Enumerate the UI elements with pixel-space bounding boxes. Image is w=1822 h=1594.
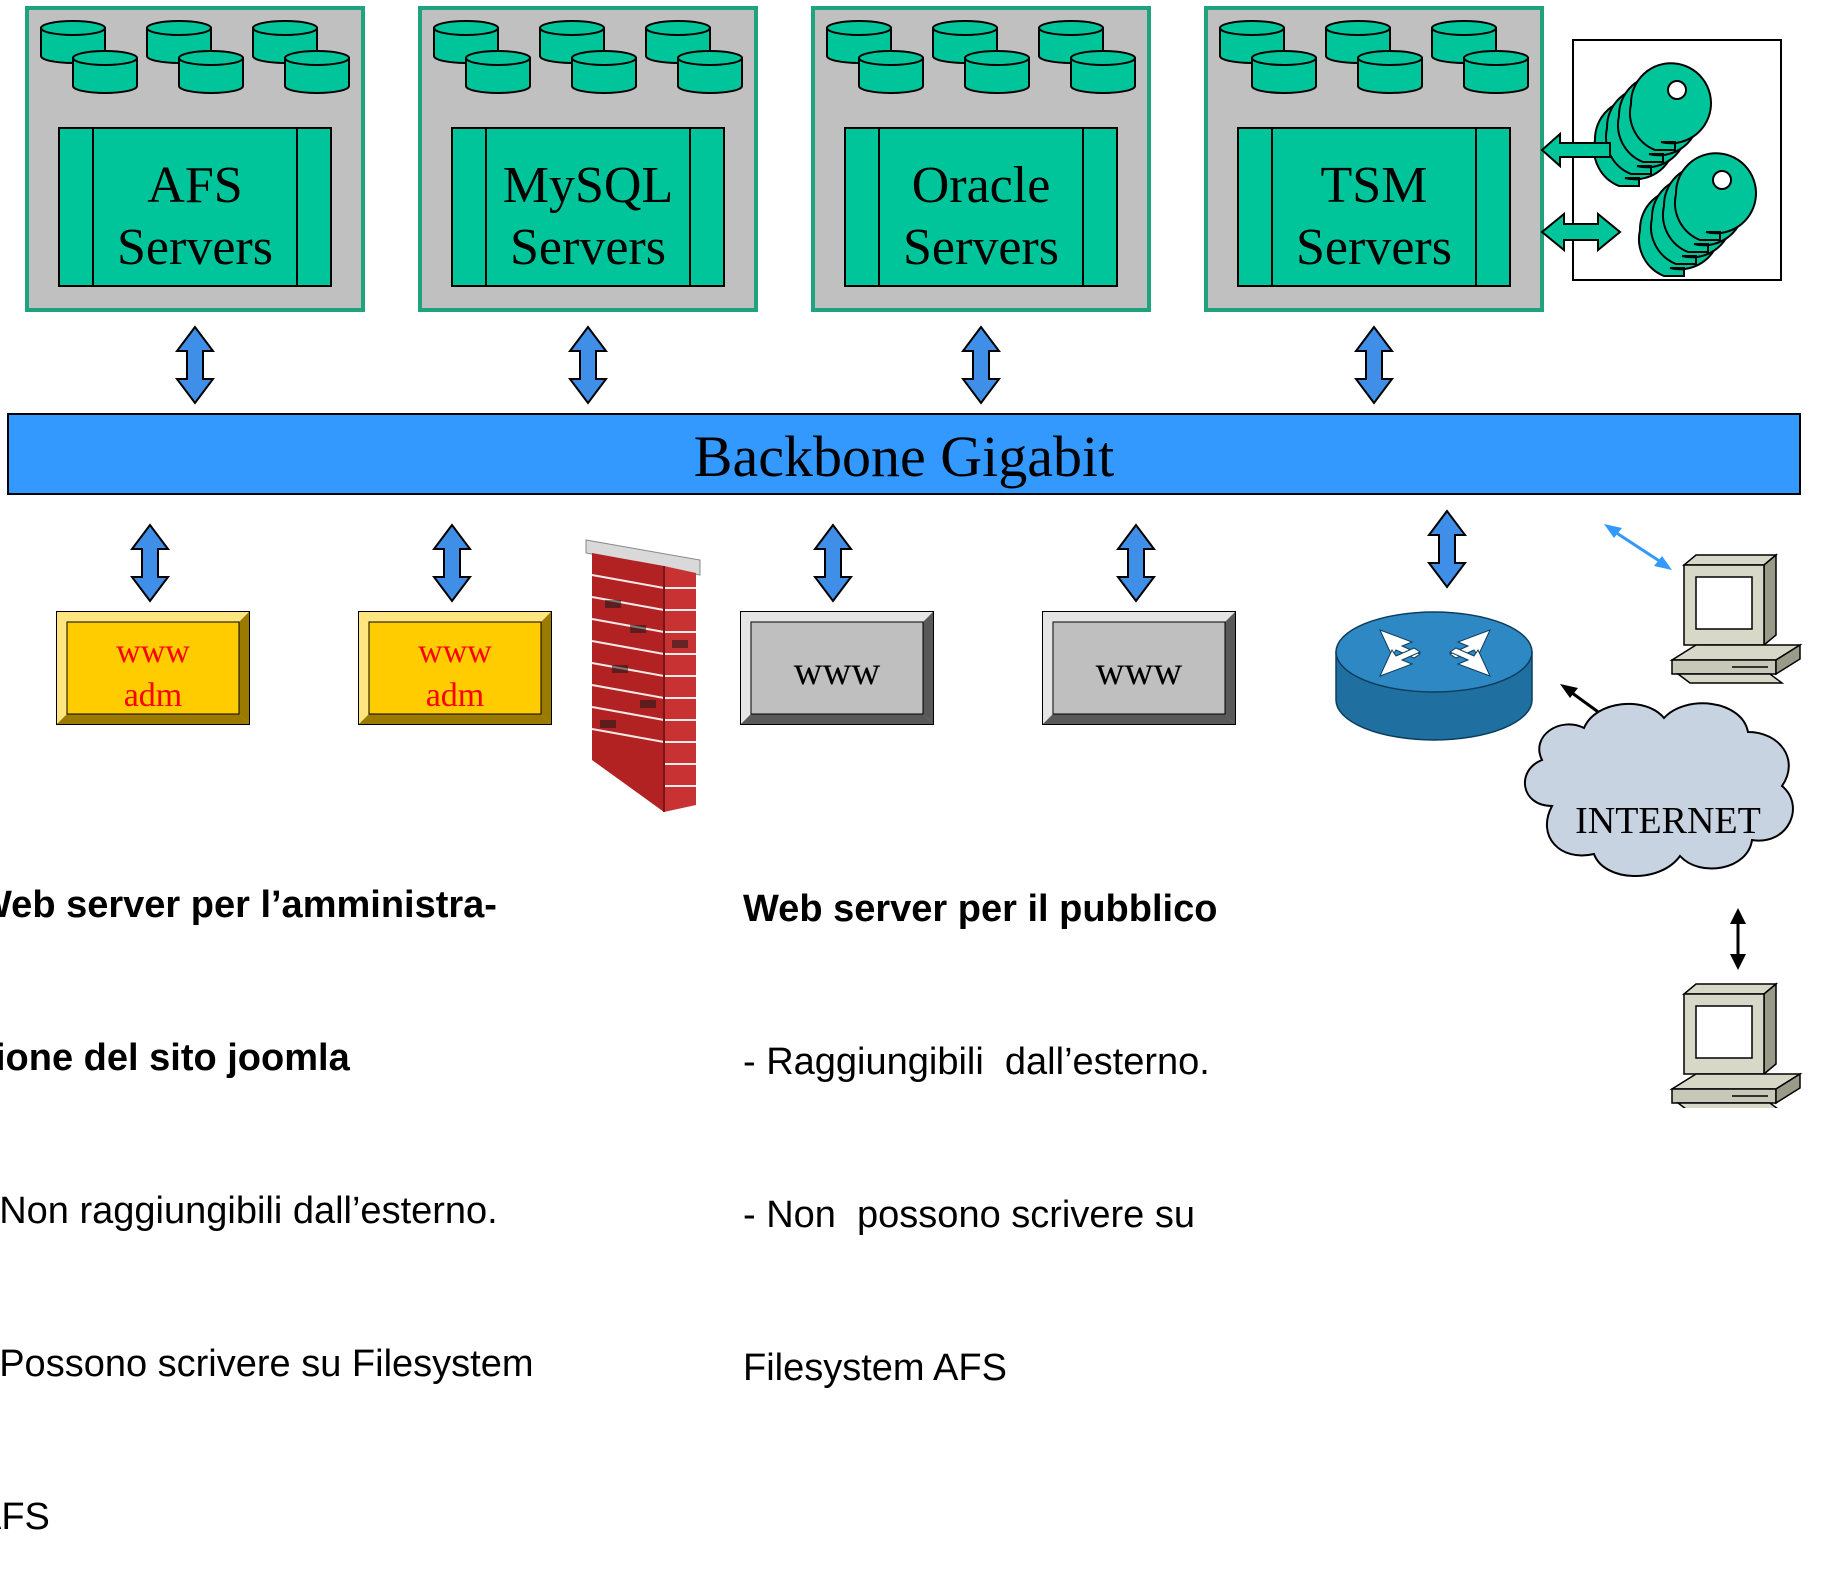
server-cabinet-tsm: TSM Servers bbox=[1204, 6, 1544, 312]
web-server-admin: www adm bbox=[358, 611, 552, 725]
internet-label: INTERNET bbox=[1575, 800, 1761, 842]
server-label-line1: MySQL bbox=[503, 157, 673, 214]
server-label-line2: Servers bbox=[510, 219, 666, 276]
database-icon bbox=[1219, 20, 1529, 94]
database-icon bbox=[433, 20, 743, 94]
admin-caption-line2: - Possono scrivere su Filesystem bbox=[0, 1343, 534, 1385]
computer-icon bbox=[1671, 554, 1801, 684]
web-server-public: www bbox=[740, 611, 934, 725]
database-icon bbox=[40, 20, 350, 94]
public-caption-title: Web server per il pubblico bbox=[743, 888, 1218, 930]
wireless-arrow bbox=[1604, 524, 1672, 570]
web-server-public: www bbox=[1042, 611, 1236, 725]
server-label-line1: Oracle bbox=[912, 157, 1051, 214]
database-icon bbox=[826, 20, 1136, 94]
public-caption: Web server per il pubblico - Raggiungibi… bbox=[743, 782, 1217, 1445]
cloud-icon: INTERNET bbox=[1524, 702, 1794, 877]
firewall-icon bbox=[585, 539, 701, 812]
backbone-label: Backbone Gigabit bbox=[694, 424, 1114, 489]
tape-link-arrow bbox=[1540, 131, 1611, 169]
server-label-line2: Servers bbox=[1296, 219, 1452, 276]
web-server-label-line2: adm bbox=[124, 677, 183, 714]
public-caption-line3: Filesystem AFS bbox=[743, 1347, 1007, 1389]
admin-caption-title-line2: zione del sito joomla bbox=[0, 1037, 350, 1079]
server-label-line1: AFS bbox=[147, 157, 242, 214]
server-backbone-arrows bbox=[176, 326, 1393, 404]
router-icon bbox=[1335, 611, 1533, 741]
server-cabinet-mysql: MySQL Servers bbox=[418, 6, 758, 312]
web-server-label-line1: www bbox=[418, 633, 492, 670]
network-diagram: AFS Servers MySQL Servers Oracle Servers bbox=[7, 6, 1801, 1108]
web-server-label-line2: adm bbox=[426, 677, 485, 714]
computer-icon bbox=[1671, 983, 1801, 1108]
public-caption-line1: - Raggiungibili dall’esterno. bbox=[743, 1041, 1210, 1083]
web-server-label-line1: www bbox=[1096, 648, 1183, 693]
tape-library bbox=[1540, 39, 1782, 281]
backbone-web-arrows bbox=[131, 510, 1466, 602]
tape-link-arrow bbox=[1540, 211, 1622, 253]
web-server-label-line1: www bbox=[794, 648, 881, 693]
web-server-admin: www adm bbox=[56, 611, 250, 725]
server-label-line1: TSM bbox=[1321, 157, 1428, 214]
admin-caption-line1: - Non raggiungibili dall’esterno. bbox=[0, 1190, 498, 1232]
internet-computer-arrow bbox=[1730, 908, 1746, 970]
web-server-label-line1: www bbox=[116, 633, 190, 670]
public-caption-line2: - Non possono scrivere su bbox=[743, 1194, 1195, 1236]
admin-caption: Web server per l’amministra- zione del s… bbox=[0, 778, 534, 1594]
admin-caption-title-line1: Web server per l’amministra- bbox=[0, 884, 497, 926]
backbone-bar: Backbone Gigabit bbox=[7, 413, 1801, 495]
tape-icon bbox=[1592, 62, 1757, 277]
server-cabinet-oracle: Oracle Servers bbox=[811, 6, 1151, 312]
server-label-line2: Servers bbox=[117, 219, 273, 276]
server-cabinet-afs: AFS Servers bbox=[25, 6, 365, 312]
admin-caption-line3: AFS bbox=[0, 1496, 50, 1538]
server-label-line2: Servers bbox=[903, 219, 1059, 276]
